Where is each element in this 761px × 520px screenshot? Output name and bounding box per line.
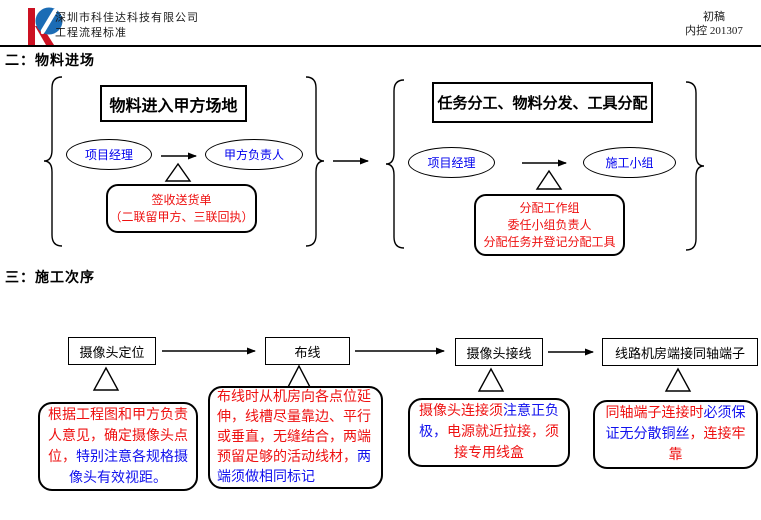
- company-name: 深圳市科佳达科技有限公司: [55, 12, 199, 24]
- actor-ellipse-construction-team: 施工小组: [583, 147, 676, 178]
- note-box-wiring: 布线时从机房向各点位延伸，线槽尽量靠边、平行或垂直，无缝结合，两端预留足够的活动…: [208, 386, 383, 489]
- company-logo-icon: [28, 7, 63, 45]
- header-right-block: 初稿 内控 201307: [675, 10, 753, 38]
- curly-brace-close: [685, 81, 705, 251]
- triangle-marker: [477, 367, 505, 392]
- note-segment: 必须保证无分散铜丝: [605, 406, 746, 442]
- note-segment: 布线时从机房向各点位延伸，线槽尽量靠边、平行或垂直，无缝结合，两端预留足够的活动…: [217, 389, 371, 465]
- triangle-marker: [164, 162, 192, 182]
- draft-status: 初稿: [703, 11, 725, 23]
- triangle-marker: [664, 367, 692, 392]
- step-box-coax-terminal: 线路机房端接同轴端子: [602, 338, 758, 366]
- header-divider: [0, 45, 761, 47]
- note-segment: 注意正负极，: [419, 404, 559, 440]
- note-segment: 两端须做相同标记: [217, 449, 371, 485]
- note-line: 签收送货单: [151, 192, 212, 207]
- triangle-marker: [535, 169, 563, 190]
- note-line: 分配工作组: [519, 200, 580, 215]
- note-segment: 特别注意各规格摄像头有效视距。: [69, 449, 188, 486]
- actor-ellipse-project-manager: 项目经理: [66, 139, 152, 170]
- note-box-coax-terminal: 同轴端子连接时必须保证无分散铜丝，连接牢靠: [593, 400, 758, 469]
- control-number: 内控 201307: [685, 25, 743, 37]
- step-box-camera-positioning: 摄像头定位: [68, 337, 156, 365]
- curly-brace-open: [385, 79, 405, 249]
- note-line: 分配任务并登记分配工具: [483, 234, 616, 249]
- section3-heading: 三：施工次序: [5, 269, 95, 285]
- note-line: 委任小组负责人: [507, 217, 592, 232]
- curly-brace-open: [43, 76, 63, 247]
- note-box-delivery-sign: 签收送货单 （二联留甲方、三联回执）: [106, 184, 257, 233]
- triangle-marker: [92, 366, 120, 391]
- note-box-camera-positioning: 根据工程图和甲方负责人意见，确定摄像头点位，特别注意各规格摄像头有效视距。: [38, 402, 198, 491]
- note-segment: 根据工程图和甲方负责人意见，确定摄像头点位，: [48, 407, 188, 465]
- note-box-camera-connection: 摄像头连接须注意正负极，电源就近拉接，须接专用线盒: [408, 398, 570, 467]
- note-box-work-assignment: 分配工作组 委任小组负责人 分配任务并登记分配工具: [474, 194, 625, 256]
- company-header: 深圳市科佳达科技有限公司 工程流程标准: [55, 11, 199, 41]
- note-segment: 电源就近拉接，须接专用线盒: [447, 425, 559, 461]
- note-line: （二联留甲方、三联回执）: [109, 209, 254, 224]
- process-box-material-entry: 物料进入甲方场地: [100, 85, 247, 122]
- process-box-task-division: 任务分工、物料分发、工具分配: [432, 82, 653, 123]
- section2-heading: 二：物料进场: [5, 52, 95, 68]
- actor-ellipse-party-a: 甲方负责人: [205, 139, 303, 170]
- curly-brace-close: [305, 76, 325, 247]
- step-box-wiring: 布线: [265, 337, 350, 365]
- actor-ellipse-project-manager: 项目经理: [408, 147, 495, 178]
- step-box-camera-connection: 摄像头接线: [455, 338, 543, 366]
- note-segment: 同轴端子连接时: [605, 406, 704, 421]
- note-segment: ，连接牢靠: [668, 427, 746, 463]
- document-title: 工程流程标准: [55, 27, 127, 39]
- note-segment: 摄像头连接须: [419, 404, 503, 419]
